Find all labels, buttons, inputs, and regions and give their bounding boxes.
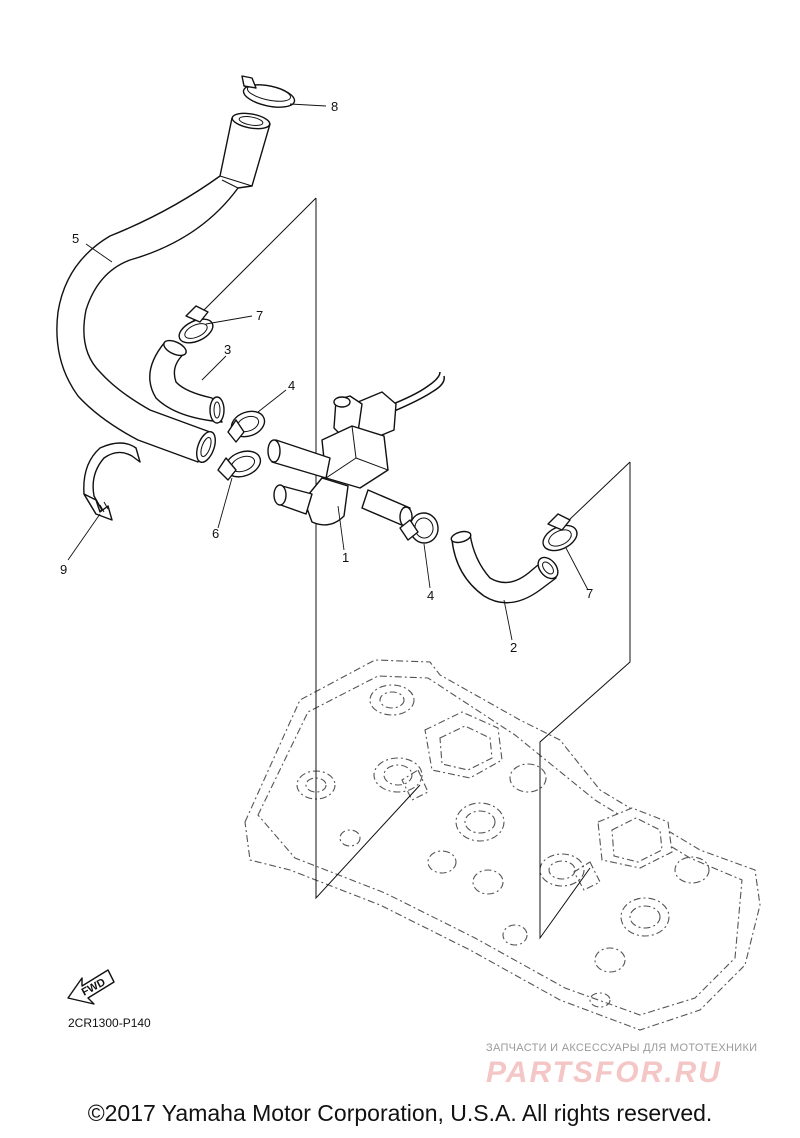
- watermark-logo: PARTSFOR.RU: [486, 1056, 722, 1089]
- hose-clamp-7-upper: [178, 305, 214, 344]
- air-hose-5: [56, 112, 271, 463]
- callout-1: 1: [342, 550, 349, 565]
- callout-8: 8: [331, 99, 338, 114]
- hose-clamp-8: [241, 75, 296, 108]
- callout-7-upper: 7: [256, 308, 263, 323]
- air-cut-valve-1: [267, 371, 445, 528]
- callout-5: 5: [72, 231, 79, 246]
- callout-labels: 8 5 7 3 4 6 9 1 4 2 7: [60, 99, 593, 655]
- copyright-notice: ©2017 Yamaha Motor Corporation, U.S.A. A…: [87, 1100, 713, 1126]
- hose-clamp-6: [217, 450, 262, 481]
- cable-band-9: [83, 442, 141, 521]
- hose-clamp-4-right: [399, 512, 439, 544]
- callout-9: 9: [60, 562, 67, 577]
- callout-2: 2: [510, 640, 517, 655]
- watermark-tagline: ЗАПЧАСТИ И АКСЕССУАРЫ ДЛЯ МОТОТЕХНИКИ: [486, 1042, 758, 1054]
- watermark: ЗАПЧАСТИ И АКСЕССУАРЫ ДЛЯ МОТОТЕХНИКИ PA…: [486, 1042, 786, 1090]
- hose-clamp-7-right: [542, 513, 578, 552]
- callout-7-lower: 7: [586, 586, 593, 601]
- hose-clamp-4-left: [227, 410, 266, 443]
- callout-6: 6: [212, 526, 219, 541]
- callout-4-upper: 4: [288, 378, 295, 393]
- cylinder-head-cover: [244, 659, 761, 1031]
- leader-lines: [67, 103, 589, 641]
- callout-4-lower: 4: [427, 588, 434, 603]
- diagram-code: 2CR1300-P140: [68, 1016, 151, 1030]
- air-hose-3: [149, 339, 225, 424]
- fwd-arrow-icon: FWD: [67, 969, 115, 1005]
- air-hose-2: [450, 530, 559, 604]
- callout-3: 3: [224, 342, 231, 357]
